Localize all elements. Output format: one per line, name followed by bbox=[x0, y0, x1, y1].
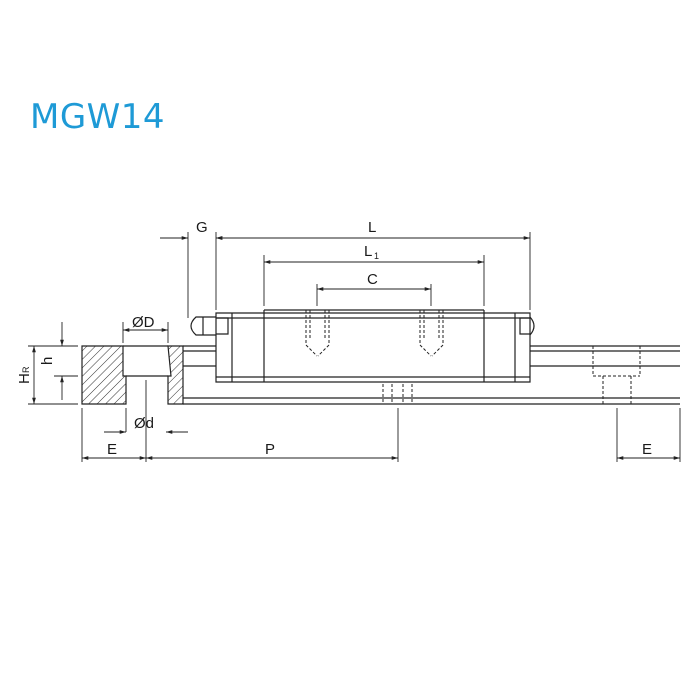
dim-label-l1-subscript: 1 bbox=[374, 251, 379, 261]
dim-label-e-right: E bbox=[642, 441, 652, 458]
dim-label-l: L bbox=[368, 219, 376, 236]
dimension-lines bbox=[32, 236, 680, 460]
dim-label-l1: L bbox=[364, 243, 372, 260]
extension-lines bbox=[28, 232, 681, 462]
dimension-labels: G L L 1 C ØD Ød h H R E P E bbox=[16, 219, 652, 458]
dim-label-c: C bbox=[367, 271, 378, 288]
page-title: MGW14 bbox=[30, 97, 166, 137]
dim-label-p: P bbox=[265, 441, 275, 458]
dim-label-h: h bbox=[39, 357, 56, 365]
dim-label-hr: H bbox=[16, 373, 33, 384]
dim-label-hole-diameter: Ød bbox=[134, 415, 154, 432]
slider-block bbox=[215, 309, 531, 383]
dim-label-e-left: E bbox=[107, 441, 117, 458]
rail bbox=[81, 345, 680, 405]
rail-hidden-holes bbox=[382, 346, 641, 404]
rail-section bbox=[81, 345, 127, 405]
grease-nipple bbox=[190, 316, 535, 336]
block-body bbox=[215, 312, 531, 383]
dim-label-hr-subscript: R bbox=[21, 366, 31, 373]
dim-label-counterbore-diameter: ØD bbox=[132, 314, 155, 331]
block-tapped-holes bbox=[305, 310, 444, 357]
dim-label-g: G bbox=[196, 219, 208, 236]
